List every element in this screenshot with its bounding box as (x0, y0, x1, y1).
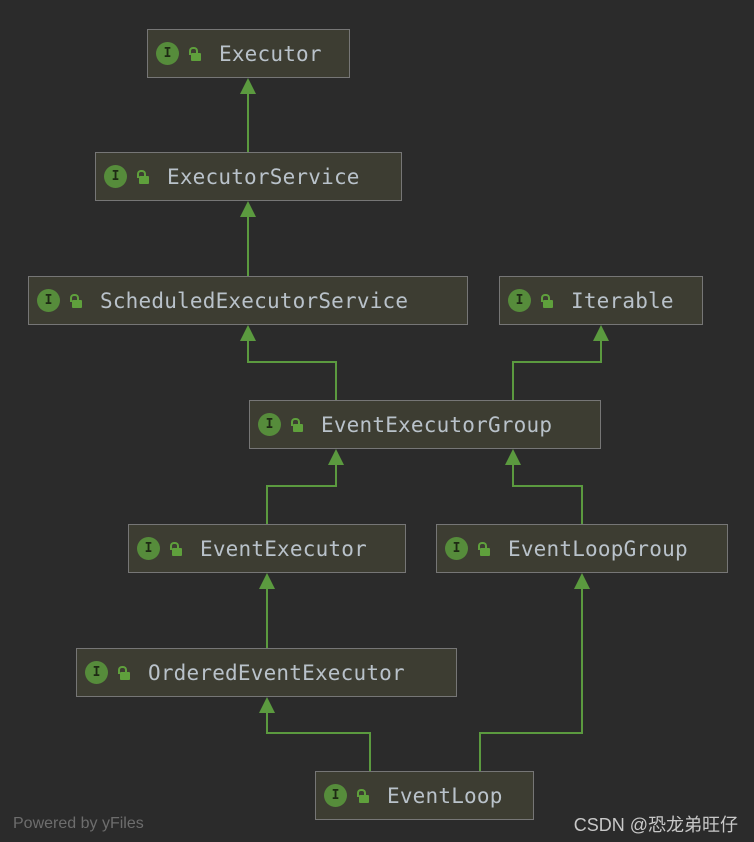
edge-line (512, 463, 583, 524)
watermark-label: CSDN @恐龙弟旺仔 (573, 815, 738, 835)
powered-by-label: Powered by yFiles (13, 815, 144, 832)
node-event-executor[interactable]: I EventExecutor (128, 524, 406, 573)
node-label: OrderedEventExecutor (148, 660, 405, 685)
edge-executor-service-to-executor (240, 78, 256, 152)
interface-icon: I (85, 661, 108, 684)
edge-arrowhead (259, 573, 275, 589)
edge-line (479, 587, 583, 771)
edge-line (247, 339, 337, 400)
edge-event-loop-to-ordered-event-executor (259, 697, 371, 771)
node-iterable[interactable]: I Iterable (499, 276, 703, 325)
node-label: EventLoop (387, 783, 503, 808)
node-ordered-event-executor[interactable]: I OrderedEventExecutor (76, 648, 457, 697)
node-label: EventExecutor (200, 536, 367, 561)
node-scheduled-executor-service[interactable]: I ScheduledExecutorService (28, 276, 468, 325)
lock-open-icon (170, 541, 182, 556)
edge-event-executor-group-to-iterable (512, 325, 609, 400)
edge-scheduled-executor-service-to-executor-service (240, 201, 256, 276)
lock-open-icon (137, 169, 149, 184)
edge-arrowhead (240, 325, 256, 341)
node-event-loop-group[interactable]: I EventLoopGroup (436, 524, 728, 573)
edge-arrowhead (259, 697, 275, 713)
edge-arrowhead (328, 449, 344, 465)
edge-event-executor-group-to-scheduled-executor-service (240, 325, 337, 400)
interface-icon: I (258, 413, 281, 436)
interface-icon: I (104, 165, 127, 188)
edge-event-loop-group-to-event-executor-group (505, 449, 583, 524)
interface-icon: I (37, 289, 60, 312)
edge-arrowhead (593, 325, 609, 341)
interface-icon: I (324, 784, 347, 807)
interface-icon: I (508, 289, 531, 312)
edge-line (266, 711, 371, 771)
node-event-executor-group[interactable]: I EventExecutorGroup (249, 400, 601, 449)
edge-arrowhead (505, 449, 521, 465)
node-label: EventLoopGroup (508, 536, 688, 561)
node-label: ScheduledExecutorService (100, 288, 409, 313)
interface-icon: I (156, 42, 179, 65)
lock-open-icon (70, 293, 82, 308)
lock-open-icon (478, 541, 490, 556)
edge-arrowhead (574, 573, 590, 589)
edge-ordered-event-executor-to-event-executor (259, 573, 275, 648)
node-executor-service[interactable]: I ExecutorService (95, 152, 402, 201)
node-event-loop[interactable]: I EventLoop (315, 771, 534, 820)
node-label: ExecutorService (167, 164, 360, 189)
lock-open-icon (357, 788, 369, 803)
lock-open-icon (118, 665, 130, 680)
node-label: EventExecutorGroup (321, 412, 553, 437)
edge-event-executor-to-event-executor-group (266, 449, 344, 524)
node-label: Iterable (571, 288, 674, 313)
edge-event-loop-to-event-loop-group (479, 573, 590, 771)
node-label: Executor (219, 41, 322, 66)
interface-icon: I (445, 537, 468, 560)
lock-open-icon (291, 417, 303, 432)
edge-line (512, 339, 602, 400)
interface-icon: I (137, 537, 160, 560)
edge-arrowhead (240, 78, 256, 94)
edge-arrowhead (240, 201, 256, 217)
edge-line (266, 463, 337, 524)
lock-open-icon (541, 293, 553, 308)
lock-open-icon (189, 46, 201, 61)
node-executor[interactable]: I Executor (147, 29, 350, 78)
